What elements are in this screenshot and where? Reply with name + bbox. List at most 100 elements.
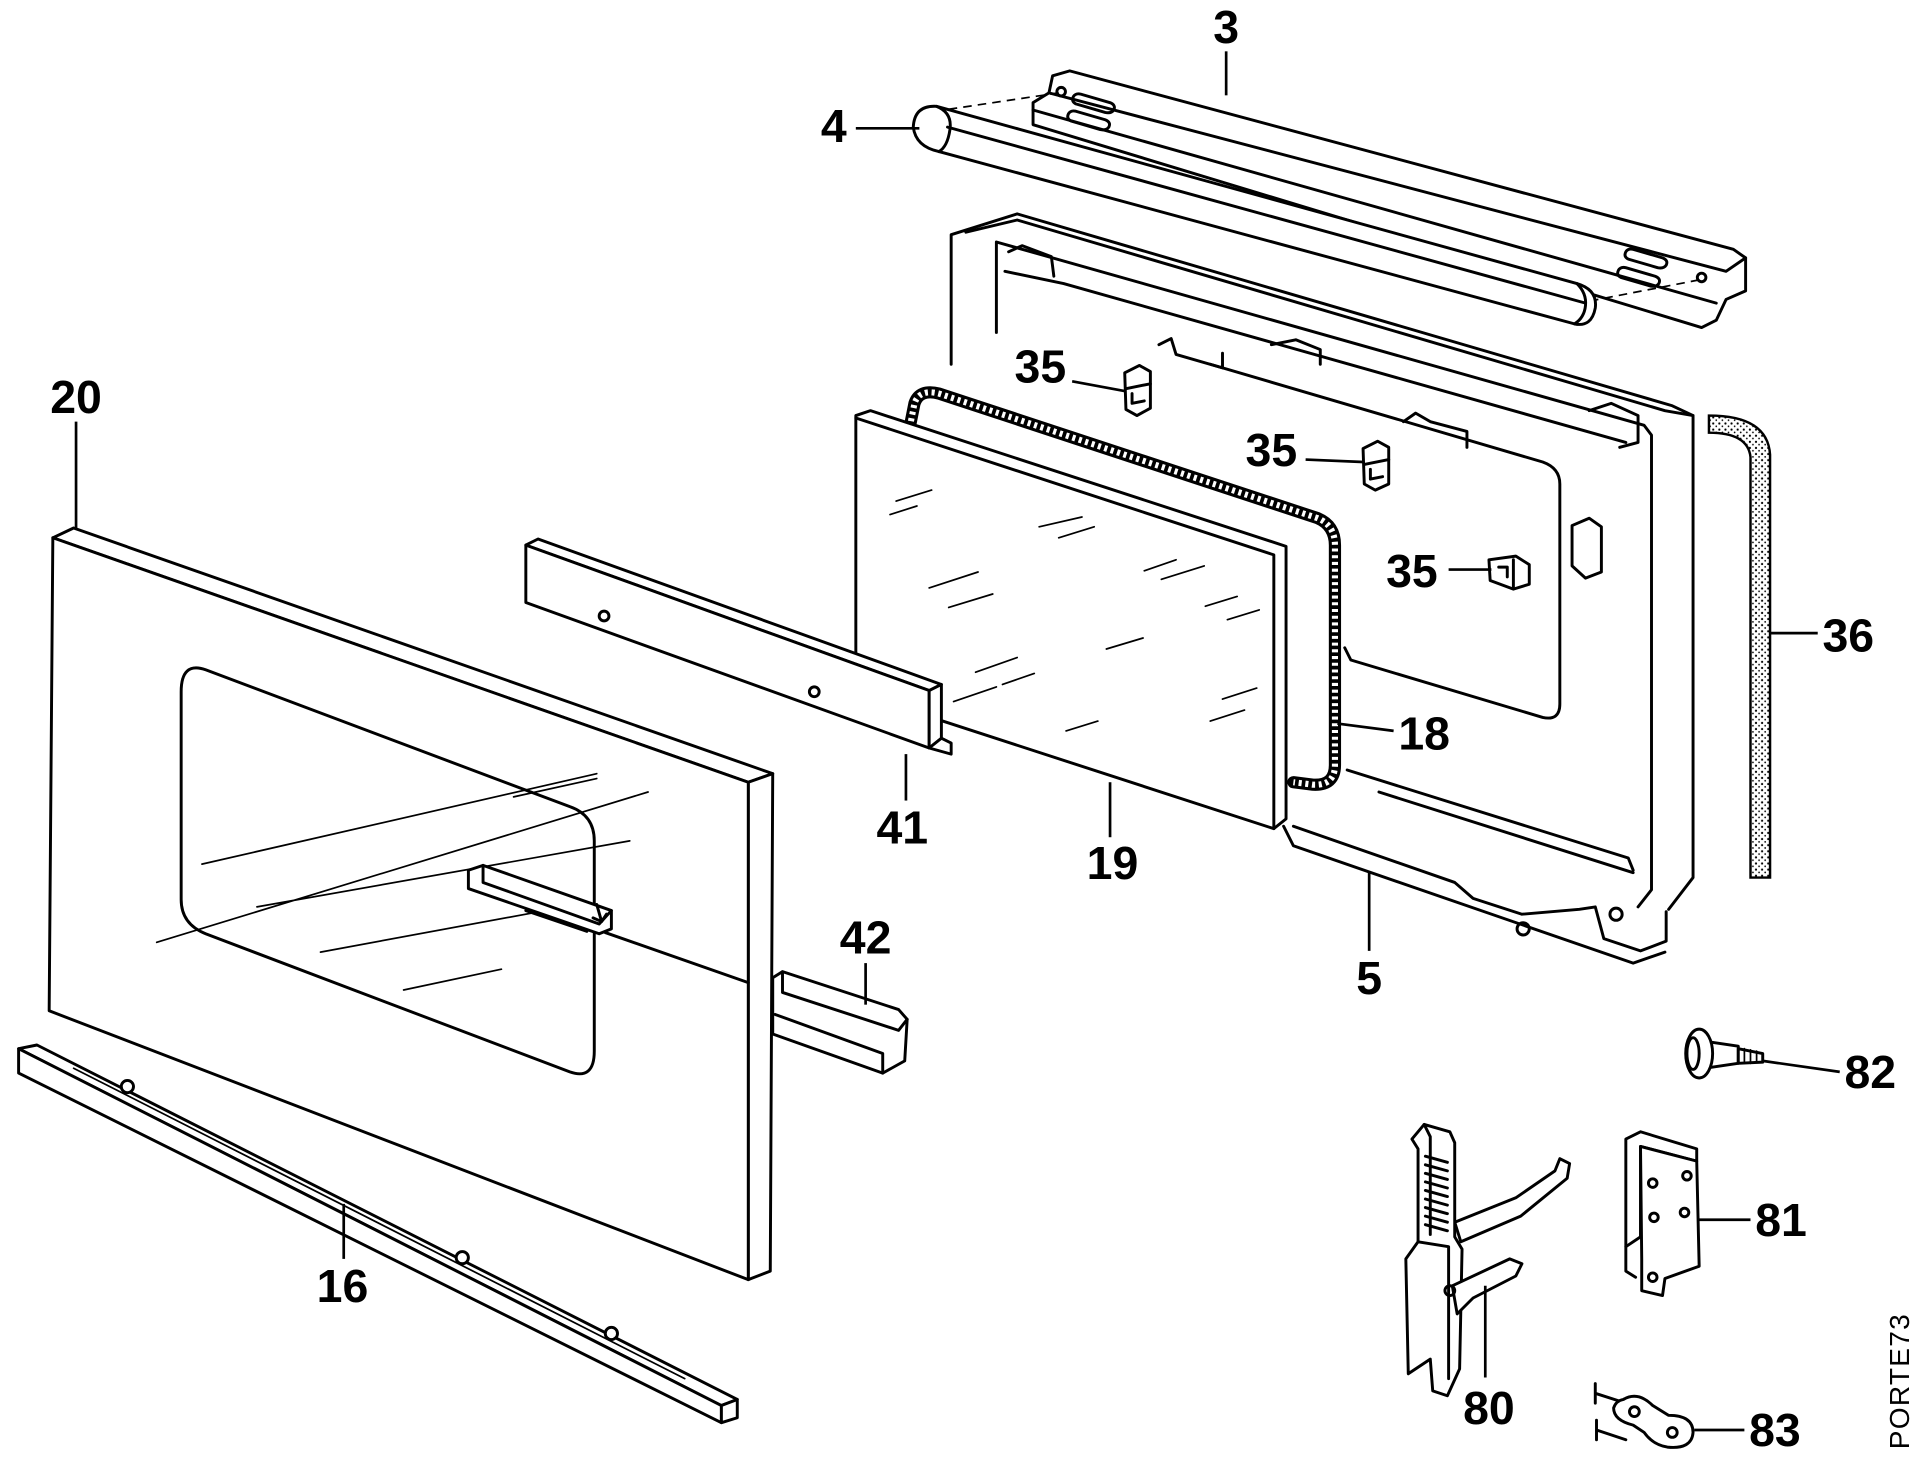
retaining-clip xyxy=(1123,363,1152,418)
callout-82: 82 xyxy=(1844,1046,1896,1098)
frame-bottom-flange-edge xyxy=(1282,824,1667,965)
hinge-pin-plate xyxy=(1593,1382,1695,1449)
bracket-hole xyxy=(1648,1211,1660,1224)
top-seal-end-cap xyxy=(935,104,952,154)
inner-door-frame xyxy=(949,212,1695,965)
frame-top-channel xyxy=(1003,269,1628,444)
bracket-bottom-tab xyxy=(1624,1245,1638,1279)
hinge-pivot xyxy=(1443,1284,1457,1298)
trim-strip-tab xyxy=(454,1250,470,1266)
frame-flange-hole xyxy=(1608,906,1624,922)
support-bar-hole xyxy=(597,609,611,623)
callout-19: 19 xyxy=(1087,837,1139,889)
hinge-lever xyxy=(1450,1257,1524,1316)
top-seal-inner-line xyxy=(946,125,1587,305)
frame-lower-panel-edge xyxy=(1377,790,1635,875)
reference-code: PORTE73 xyxy=(1884,1313,1915,1449)
top-rail-slot xyxy=(1623,247,1669,270)
handle-arrow-mark xyxy=(591,902,608,924)
top-rail-hole xyxy=(1695,271,1708,284)
callout-35-a: 35 xyxy=(1015,341,1067,393)
side-seal-outline xyxy=(1707,414,1772,879)
frame-rim-lip xyxy=(964,218,1695,418)
panel-window-outline xyxy=(179,666,596,1076)
frame-clip-mount xyxy=(1570,516,1603,580)
panel-reflection-lines xyxy=(155,772,649,991)
inner-glass-pane xyxy=(854,409,1288,831)
callout-81: 81 xyxy=(1755,1194,1807,1246)
callout-41: 41 xyxy=(876,801,928,853)
callout-3: 3 xyxy=(1213,1,1239,53)
frame-outer-rim xyxy=(949,212,1695,911)
frame-lower-panel-edge xyxy=(1345,768,1635,872)
callout-labels: 3 4 20 35 35 35 36 18 41 19 42 5 82 81 1… xyxy=(50,1,1896,1456)
callout-83: 83 xyxy=(1749,1404,1801,1456)
callout-20: 20 xyxy=(50,371,102,423)
callout-80: 80 xyxy=(1463,1382,1515,1434)
callout-35-c: 35 xyxy=(1386,545,1438,597)
frame-bottom-flange xyxy=(1291,824,1668,953)
leader-line-18 xyxy=(1337,722,1394,733)
top-rail-slot xyxy=(1066,109,1111,132)
leader-line-35-a xyxy=(1071,380,1125,393)
hinge-body xyxy=(1404,1122,1464,1398)
frame-clip-mount xyxy=(1157,337,1224,370)
bracket-hole xyxy=(1646,1177,1659,1189)
top-rail-lower-fold xyxy=(1031,108,1718,305)
retaining-clip-fold xyxy=(1362,458,1391,481)
hinge-bracket xyxy=(1624,1130,1701,1298)
frame-inner-opening xyxy=(1208,362,1562,720)
handle-rod-line xyxy=(524,909,750,985)
assembly-dashed-line xyxy=(1591,279,1700,302)
frame-channel-tab xyxy=(1007,244,1056,278)
callout-5: 5 xyxy=(1356,952,1382,1004)
hinge-spring xyxy=(1423,1154,1449,1233)
bracket-hole xyxy=(1646,1271,1659,1283)
channel-bar-fold xyxy=(781,970,909,1032)
hinge-assembly xyxy=(1404,1122,1572,1398)
small-channel-bar xyxy=(771,970,909,1075)
channel-bar-fold xyxy=(773,1012,885,1075)
panel-front-face xyxy=(47,536,750,1282)
top-rail-hole xyxy=(1055,85,1067,98)
callout-36: 36 xyxy=(1822,610,1874,662)
top-seal-end-cap xyxy=(1573,282,1588,326)
retaining-clips xyxy=(1123,363,1531,591)
screw-threads xyxy=(1743,1047,1758,1065)
glass-reflection-lines xyxy=(889,489,1261,732)
frame-top-bracket xyxy=(1587,401,1640,449)
top-rail-slot xyxy=(1616,265,1661,288)
trim-strip-groove xyxy=(72,1067,686,1380)
glass-pane-edge xyxy=(854,416,1276,831)
pin-plate-pins xyxy=(1593,1382,1628,1442)
trim-strip-tab xyxy=(119,1078,135,1095)
glass-support-bar xyxy=(524,537,953,756)
gasket-bead-outline xyxy=(903,386,1342,791)
glass-pane-outline xyxy=(854,409,1288,831)
assembly-dashed-line xyxy=(943,92,1059,111)
frame-clip-mount xyxy=(1401,411,1469,449)
leader-line-35-b xyxy=(1305,458,1364,464)
pin-plate-body xyxy=(1612,1394,1695,1449)
retaining-clip xyxy=(1487,554,1531,591)
top-rail xyxy=(943,69,1748,330)
retaining-clip xyxy=(1361,439,1391,492)
hinge-screw xyxy=(1684,1027,1765,1080)
bottom-trim-strip xyxy=(17,1043,739,1425)
frame-channel-tab xyxy=(1269,338,1322,366)
leader-lines xyxy=(74,51,1840,1432)
pin-plate-hole xyxy=(1665,1426,1679,1439)
pin-plate-hole xyxy=(1628,1405,1641,1419)
side-seal-strip xyxy=(1707,414,1772,879)
trim-strip-end xyxy=(719,1397,739,1425)
callout-42: 42 xyxy=(840,911,892,963)
bracket-hole xyxy=(1681,1170,1693,1182)
retaining-clip-fold xyxy=(1124,382,1152,405)
bracket-hole xyxy=(1678,1206,1691,1219)
callout-18: 18 xyxy=(1398,707,1450,759)
callout-4: 4 xyxy=(821,100,847,152)
callout-35-b: 35 xyxy=(1246,424,1298,476)
outer-door-glass-panel xyxy=(47,526,775,1282)
screw-head-face xyxy=(1685,1036,1701,1071)
